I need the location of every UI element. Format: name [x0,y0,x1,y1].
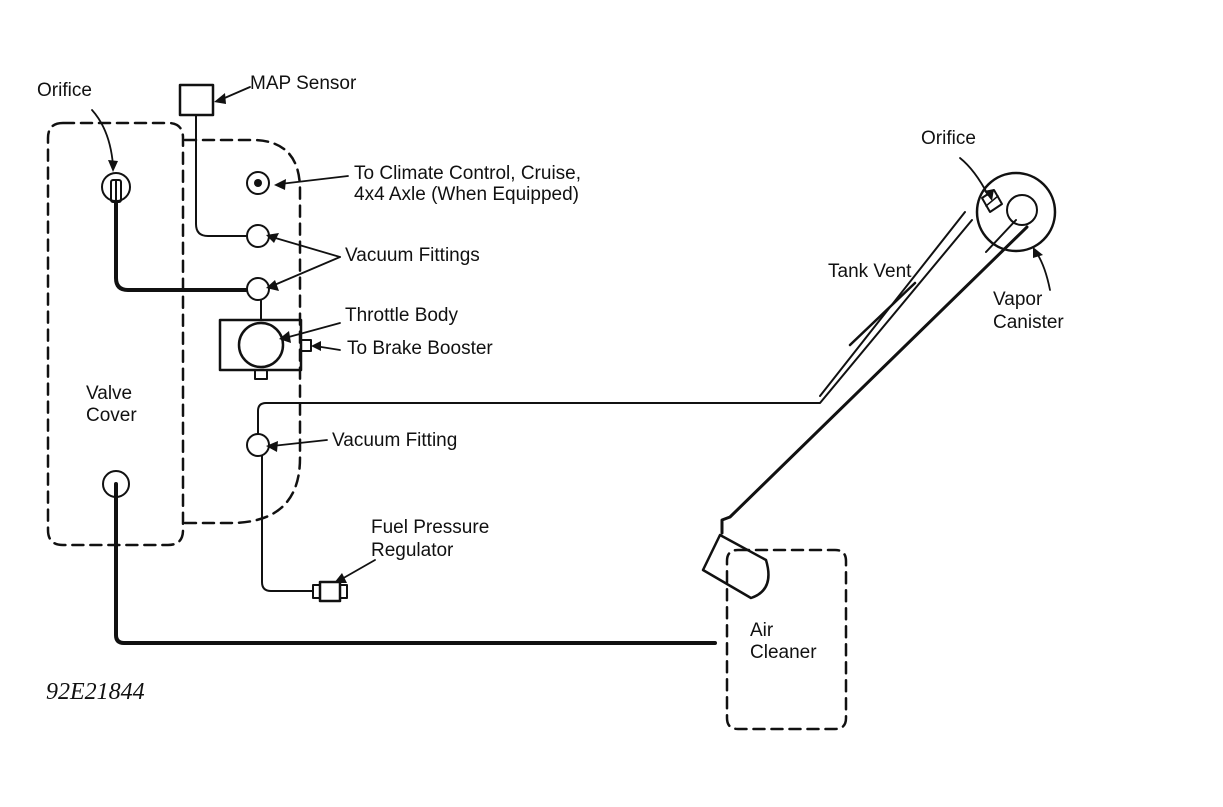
orifice-fitting-left [101,172,131,203]
climate-control-label-line2: 4x4 Axle (When Equipped) [354,184,579,205]
climate-control-label-line1: To Climate Control, Cruise, [354,163,582,184]
air-cleaner-label-line2: Cleaner [750,642,817,663]
air-cleaner-outline [725,548,848,731]
valve-cover-label-line2: Cover [86,405,137,426]
air-cleaner-snorkel [701,533,770,600]
canister-to-air-cleaner-hose [720,225,1029,535]
vacuum-fitting-upper [246,224,270,248]
vapor-canister-label-line2: Canister [993,312,1064,333]
canister-to-air-cleaner-hose-inner [985,219,1017,253]
orifice-hose-to-vacuum-fitting [114,200,248,292]
leader-lines [91,86,1051,581]
tank-vent-label: Tank Vent [828,261,912,282]
map-sensor-label: MAP Sensor [250,73,357,94]
arrowheads [108,93,1043,583]
brake-booster-label: To Brake Booster [347,338,493,359]
air-cleaner-label-line1: Air [750,620,774,641]
vacuum-fitting-middle [246,277,270,301]
map-sensor-box [178,83,215,117]
valve-cover-outline [46,121,185,547]
map-sensor-hose [195,114,247,237]
vacuum-fitting-lower [246,433,270,457]
throttle-body-label: Throttle Body [345,305,458,326]
fuel-pressure-regulator-label-line1: Fuel Pressure [371,517,490,538]
vacuum-fittings-label: Vacuum Fittings [345,245,480,266]
figure-code: 92E21844 [46,679,145,705]
fuel-pressure-regulator [312,580,348,603]
breather-hose [114,482,717,645]
vapor-canister-label-line1: Vapor [993,289,1043,310]
throttle-body [218,299,312,380]
fuel-regulator-hose [261,455,314,592]
valve-cover-label-line1: Valve [86,383,133,404]
vacuum-fitting-label: Vacuum Fitting [332,430,458,451]
fuel-pressure-regulator-label-line2: Regulator [371,540,454,561]
orifice-right-label: Orifice [921,128,976,149]
vapor-canister [975,171,1057,253]
orifice-left-label: Orifice [37,80,92,101]
tank-vent-line [848,281,917,347]
canister-purge-hose [257,219,973,435]
climate-control-fitting [246,171,270,195]
intake-area-outline [183,138,302,525]
